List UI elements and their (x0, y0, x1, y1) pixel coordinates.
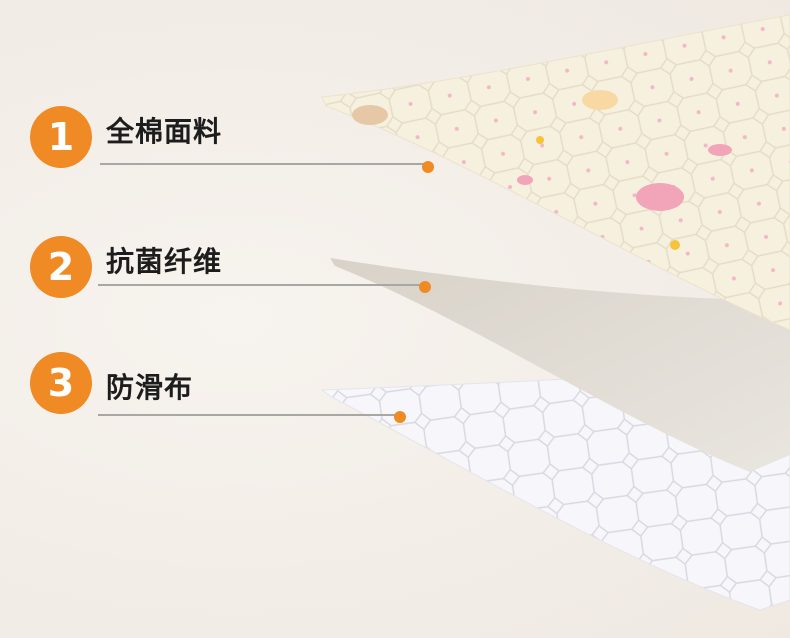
layer-label: 抗菌纤维 (106, 245, 223, 278)
layer-number-badge: 3 (30, 352, 92, 414)
middle-layer-antibacterial-fiber (330, 258, 790, 472)
callout-line (98, 284, 425, 286)
cartoon-prints (352, 90, 732, 250)
callout-dot (422, 161, 434, 173)
callout-line (100, 163, 428, 165)
layer-number-badge: 1 (30, 106, 92, 168)
layer-number-badge: 2 (30, 236, 92, 298)
layer-label: 防滑布 (106, 371, 194, 404)
callout-dot (394, 411, 406, 423)
layer-label: 全棉面料 (106, 115, 223, 148)
callout-dot (419, 281, 431, 293)
callout-line (98, 414, 400, 416)
